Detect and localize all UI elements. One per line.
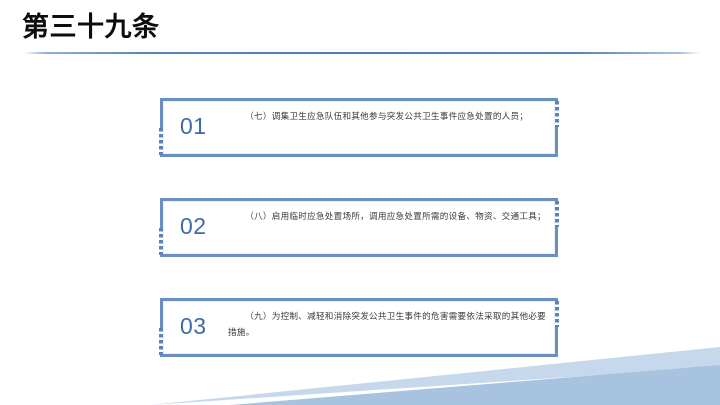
card-border-right-dotted	[555, 301, 559, 327]
card-number: 01	[180, 113, 207, 139]
card-border-top	[160, 98, 558, 101]
card-border-bottom	[160, 254, 558, 257]
title-divider	[24, 52, 700, 54]
card-border-left-dotted	[159, 128, 163, 155]
card-border-right	[555, 125, 558, 157]
page-title: 第三十九条	[22, 12, 160, 43]
card-border-right-dotted	[555, 201, 559, 227]
card-number: 02	[180, 213, 207, 239]
card-border-right	[555, 225, 558, 257]
list-item[interactable]: 03 （九）为控制、减轻和消除突发公共卫生事件的危害需要依法采取的其他必要措施。	[159, 298, 559, 357]
card-border-right-dotted	[555, 101, 559, 127]
card-border-top	[160, 198, 558, 201]
card-text: （九）为控制、减轻和消除突发公共卫生事件的危害需要依法采取的其他必要措施。	[228, 312, 546, 338]
page-title-block: 第三十九条	[22, 6, 622, 50]
card-number: 03	[180, 313, 207, 339]
card-border-left	[160, 298, 163, 328]
card-text: （八）启用临时应急处置场所，调用应急处置所需的设备、物资、交通工具；	[245, 212, 546, 222]
list-item[interactable]: 01 （七）调集卫生应急队伍和其他参与突发公共卫生事件应急处置的人员；	[159, 98, 559, 157]
card-border-left	[160, 98, 163, 128]
card-border-left-dotted	[159, 228, 163, 255]
list-item[interactable]: 02 （八）启用临时应急处置场所，调用应急处置所需的设备、物资、交通工具；	[159, 198, 559, 257]
card-border-bottom	[160, 154, 558, 157]
card-border-left	[160, 198, 163, 228]
card-border-right	[555, 325, 558, 357]
card-border-bottom	[160, 354, 558, 357]
card-border-top	[160, 298, 558, 301]
decorative-band-dark	[150, 365, 720, 405]
card-border-left-dotted	[159, 328, 163, 355]
card-text: （七）调集卫生应急队伍和其他参与突发公共卫生事件应急处置的人员；	[245, 112, 529, 122]
